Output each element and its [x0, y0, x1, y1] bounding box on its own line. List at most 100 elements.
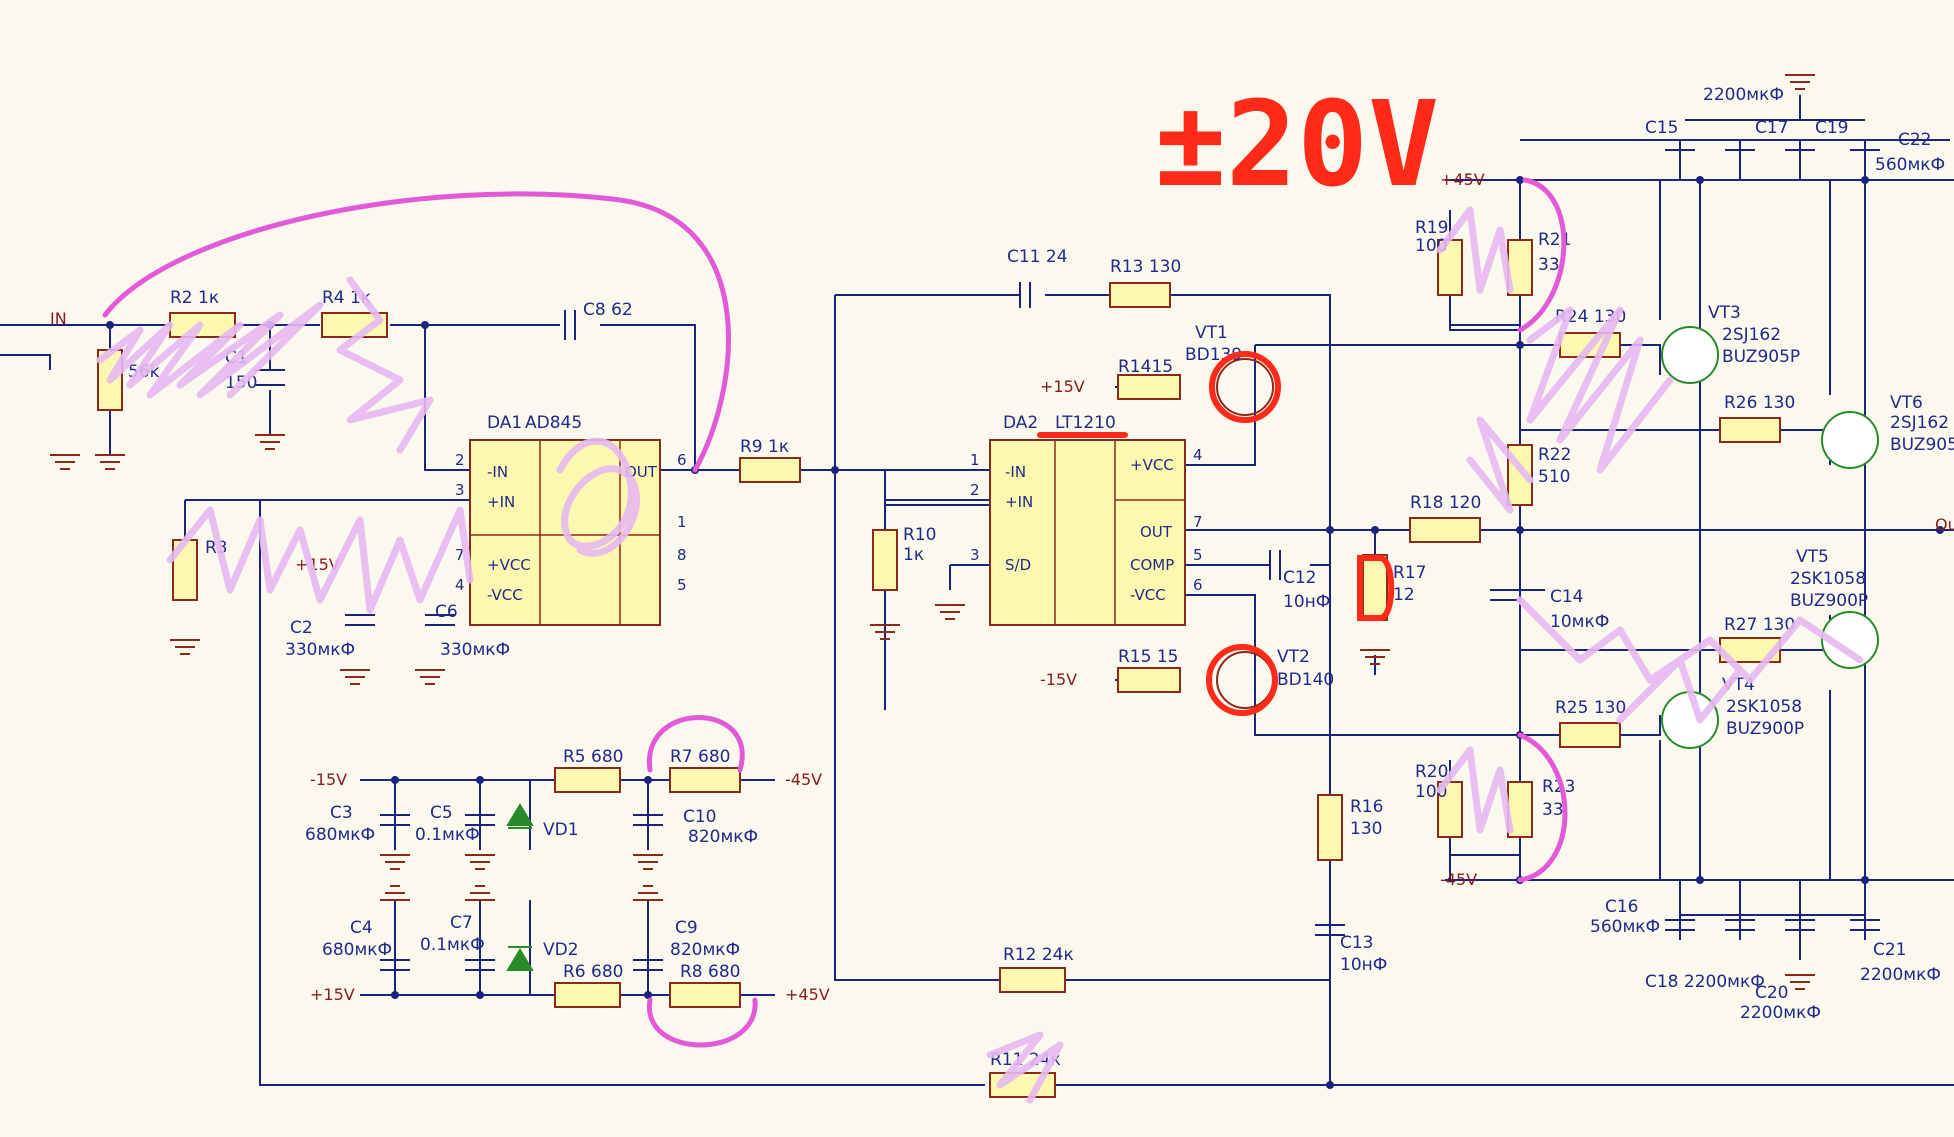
resistor-r9 — [739, 457, 801, 483]
supply-voltage-annotation: ±20V — [1155, 75, 1439, 213]
resistor-r7 — [669, 767, 741, 793]
r20-ref: R20 — [1415, 762, 1448, 782]
r21-ref: R21 — [1538, 230, 1571, 250]
net-out: Ou — [1935, 515, 1954, 534]
r25-label: R25 130 — [1555, 698, 1626, 718]
scribble-input — [96, 276, 434, 454]
da1-pin-3: 3 — [455, 481, 465, 499]
net-p45-top: +45V — [1440, 170, 1485, 189]
vt3-ref: VT3 — [1708, 303, 1741, 323]
da2-pin-7: 7 — [1193, 513, 1203, 531]
r19-ref: R19 — [1415, 218, 1448, 238]
pink-arc-r7 — [647, 715, 745, 773]
net-labels: IN Ou +15V +15V -15V +45V -45V -15V +15V… — [50, 170, 1954, 1004]
c3-value: 680мкФ — [305, 825, 375, 845]
diode-vd2 — [506, 946, 534, 971]
da2-pin-3: 3 — [970, 546, 980, 564]
vt2-part: BD140 — [1277, 670, 1334, 690]
c2-value: 330мкФ — [285, 640, 355, 660]
da1-pin-vcc-neg: -VCC — [487, 586, 523, 604]
r9-label: R9 1к — [740, 437, 789, 457]
vt1-ref: VT1 — [1195, 323, 1228, 343]
vd1-ref: VD1 — [543, 820, 579, 840]
da2-pin-sd: S/D — [1005, 556, 1031, 574]
pink-arc-r21 — [1517, 177, 1567, 333]
c4-ref: C4 — [350, 918, 373, 938]
r22-value: 510 — [1538, 467, 1570, 487]
da2-pin-5: 5 — [1193, 546, 1203, 564]
resistor-r6 — [554, 982, 621, 1008]
c19-ref: C19 — [1815, 118, 1849, 138]
c20-value: 2200мкФ — [1740, 1003, 1821, 1023]
scribble-r11 — [986, 1031, 1064, 1104]
c13-value: 10нФ — [1340, 955, 1387, 975]
resistor-r12 — [999, 967, 1066, 993]
r18-label: R18 120 — [1410, 493, 1481, 513]
ground-symbols — [50, 74, 1815, 990]
da1-pin-6: 6 — [677, 451, 687, 469]
vt5-p2: BUZ900P — [1790, 591, 1868, 611]
resistor-r8 — [669, 982, 741, 1008]
da1-pin-1: 1 — [677, 513, 687, 531]
da2-pin-in-minus: -IN — [1005, 463, 1026, 481]
c8-label: C8 62 — [583, 300, 633, 320]
r27-label: R27 130 — [1724, 615, 1795, 635]
da1-pin-4: 4 — [455, 576, 465, 594]
c6-ref: C6 — [435, 602, 458, 622]
c10-ref: C10 — [683, 807, 717, 827]
r6-label: R6 680 — [563, 962, 623, 982]
c14-ref: C14 — [1550, 587, 1584, 607]
pink-arc-r23 — [1517, 732, 1568, 883]
resistor-r14 — [1117, 374, 1181, 400]
da1-pin-8: 8 — [677, 546, 687, 564]
da2-ref: DA2 — [1003, 413, 1038, 433]
red-circle-vt1 — [1209, 351, 1281, 423]
c21-ref: C21 — [1873, 940, 1907, 960]
r10-ref: R10 — [903, 525, 936, 545]
semiconductors: VT1 BD139 VT2 BD140 VT3 2SJ162 BUZ905P V… — [506, 303, 1954, 971]
da2-pin-out: OUT — [1140, 523, 1173, 541]
resistor-r13 — [1109, 282, 1171, 308]
r16-ref: R16 — [1350, 797, 1383, 817]
r15-label: R15 15 — [1118, 647, 1178, 667]
da2-pin-in-plus: +IN — [1005, 493, 1033, 511]
net-m15-supply: -15V — [310, 770, 347, 789]
r8-label: R8 680 — [680, 962, 740, 982]
da1-part: AD845 — [525, 413, 582, 433]
resistors: R2 1к R4 1к 56k R3 R9 1к R10 1к R13 130 … — [97, 218, 1795, 1098]
net-m45-supply: -45V — [785, 770, 822, 789]
c5-ref: C5 — [430, 803, 453, 823]
r16-value: 130 — [1350, 819, 1382, 839]
r23-value: 33 — [1542, 800, 1564, 820]
scribble-bias-resistors — [1436, 206, 1514, 834]
net-p15-supply: +15V — [310, 985, 355, 1004]
da1-pin-in-plus: +IN — [487, 493, 515, 511]
r17-value: 12 — [1393, 585, 1415, 605]
da2-pin-1: 1 — [970, 451, 980, 469]
net-m45-bot: -45V — [1440, 870, 1477, 889]
red-mark-r17 — [1357, 555, 1395, 621]
scribble-output-stage — [1466, 306, 1864, 724]
vt6-p2: BUZ905P — [1890, 435, 1954, 455]
da2-pin-comp: COMP — [1130, 556, 1174, 574]
resistor-r10 — [872, 529, 898, 591]
c17-ref: C17 — [1755, 118, 1789, 138]
c21-value: 2200мкФ — [1860, 965, 1941, 985]
vt5-ref: VT5 — [1796, 547, 1829, 567]
da1-pin-7: 7 — [455, 546, 465, 564]
vt3-p2: BUZ905P — [1722, 347, 1800, 367]
mosfet-vt5 — [1821, 611, 1879, 669]
capacitors: C1 150 C8 62 C2 330мкФ C6 330мкФ C11 24 … — [225, 85, 1945, 1023]
r12-label: R12 24к — [1003, 945, 1074, 965]
c7-value: 0.1мкФ — [420, 935, 485, 955]
vt3-p1: 2SJ162 — [1722, 325, 1781, 345]
vt4-p2: BUZ900P — [1726, 719, 1804, 739]
da2-pin-6: 6 — [1193, 576, 1203, 594]
resistor-r26 — [1719, 417, 1781, 443]
r5-label: R5 680 — [563, 747, 623, 767]
r10-value: 1к — [903, 545, 924, 565]
da2-pin-4: 4 — [1193, 446, 1203, 464]
c2-ref: C2 — [290, 618, 313, 638]
vt6-ref: VT6 — [1890, 393, 1923, 413]
